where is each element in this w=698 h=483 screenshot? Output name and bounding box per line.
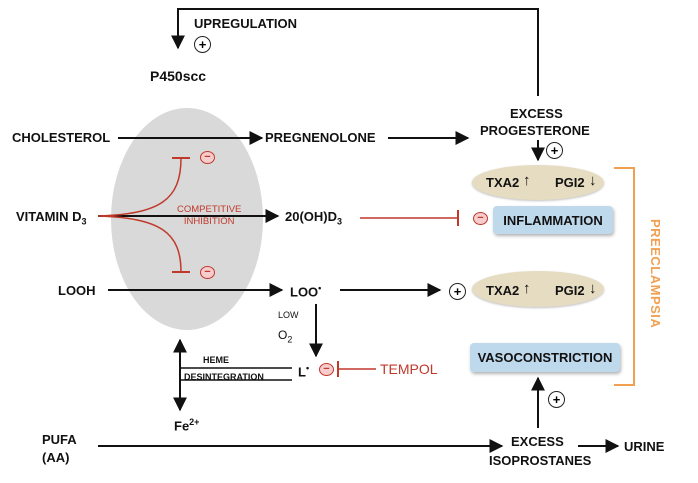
eicosanoid-balance-ellipse-lower: [472, 271, 604, 307]
p450scc-enzyme-ellipse: [111, 108, 263, 330]
inhibition-minus-icon-upper: −: [200, 151, 215, 164]
upregulation-feedback-arrow: [171, 8, 539, 96]
inflammation-box: INFLAMMATION: [493, 206, 613, 234]
tempol-label: TEMPOL: [380, 361, 438, 377]
excess-progesterone-label-line1: EXCESS: [510, 106, 563, 121]
excess-progesterone-label-line2: PROGESTERONE: [480, 123, 590, 138]
excess-isoprostanes-label-line2: ISOPROSTANES: [489, 453, 592, 468]
preeclampsia-label: PREECLAMPSIA: [648, 219, 663, 329]
eicosanoid-plus-icon: +: [449, 283, 466, 300]
txa2-label-upper: TXA2: [486, 175, 520, 190]
inflammation-minus-icon: −: [473, 212, 488, 225]
ohd3-label: 20(OH)D3: [285, 209, 343, 227]
upregulation-plus-icon: +: [194, 36, 211, 53]
pufa-label: PUFA: [42, 432, 77, 447]
inhibition-minus-icon-lower: −: [200, 266, 215, 279]
competitive-inhibition-label: COMPETITIVE INHIBITION: [177, 204, 242, 227]
heme-label: HEME: [203, 355, 230, 365]
txa2-up-arrow-icon-lower: ↑: [523, 280, 531, 297]
eicosanoid-balance-ellipse-upper: [472, 165, 604, 200]
excess-isoprostanes-label-line1: EXCESS: [511, 434, 564, 449]
looh-label: LOOH: [58, 283, 96, 298]
aa-label: (AA): [42, 450, 70, 465]
pgi2-label-upper: PGI2: [555, 175, 585, 190]
inhibition-curve-upper: [97, 157, 182, 217]
vitamin-d3-label: VITAMIN D3: [16, 209, 87, 227]
desintegration-label: DESINTEGRATION: [184, 372, 264, 382]
preeclampsia-bracket: [614, 167, 635, 386]
upregulation-label: UPREGULATION: [194, 16, 298, 31]
txa2-label-lower: TXA2: [486, 283, 520, 298]
cholesterol-label: CHOLESTEROL: [12, 130, 111, 145]
low-label: LOW: [278, 310, 299, 320]
p450scc-label: P450scc: [150, 68, 207, 84]
o2-label: O2: [278, 328, 293, 345]
progesterone-plus-icon: +: [546, 142, 563, 159]
pgi2-down-arrow-icon-lower: ↓: [589, 280, 597, 297]
inhibition-curve-lower: [97, 215, 182, 273]
pregnenolone-label: PREGNENOLONE: [265, 130, 376, 145]
l-radical-label: L•: [298, 363, 310, 380]
loo-label: LOO•: [290, 283, 322, 300]
vasoconstriction-box: VASOCONSTRICTION: [470, 343, 620, 372]
txa2-up-arrow-icon: ↑: [523, 172, 531, 189]
fe-label: Fe2+: [174, 417, 200, 434]
pgi2-label-lower: PGI2: [555, 283, 585, 298]
vasoconstriction-plus-icon: +: [548, 391, 565, 408]
pgi2-down-arrow-icon: ↓: [589, 172, 597, 189]
urine-label: URINE: [624, 439, 665, 454]
tempol-minus-icon: −: [319, 363, 334, 376]
